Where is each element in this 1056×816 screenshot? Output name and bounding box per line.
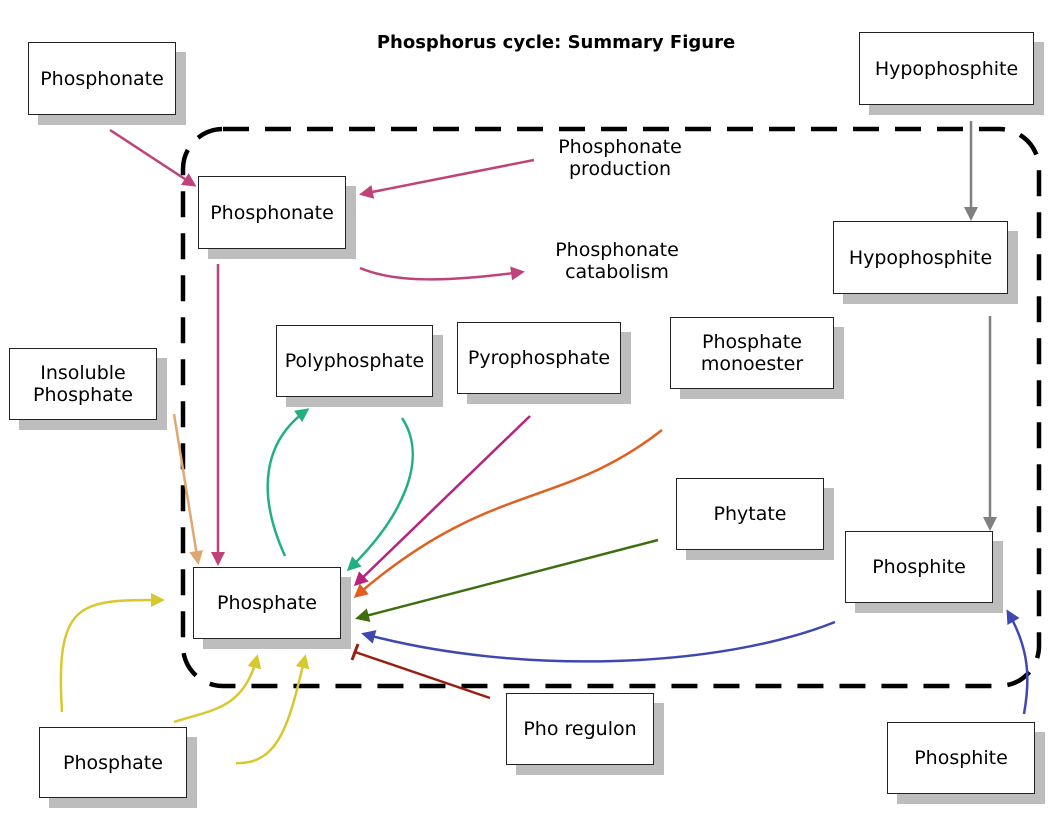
node-label: Phytate — [713, 503, 787, 525]
node-hypophosphite-inner: Hypophosphite — [833, 221, 1008, 294]
arrow-insoluble-phosphate — [172, 413, 204, 565]
arrow-phosphate-monoester — [353, 429, 663, 598]
arrow-phytate — [355, 538, 659, 623]
arrow-external-phosphate-1 — [59, 593, 165, 713]
node-phosphonate-inner: Phosphonate — [198, 176, 346, 249]
node-polyphosphate: Polyphosphate — [276, 325, 433, 397]
node-phosphite-outer: Phosphite — [887, 722, 1035, 794]
node-pho-regulon: Pho regulon — [506, 693, 654, 765]
node-label: Phosphate — [63, 751, 163, 774]
node-phosphonate-outer: Phosphonate — [28, 42, 176, 115]
arrow-phosphonate-catabolism — [359, 266, 525, 281]
arrow-phosphite-to-phosphate — [361, 620, 836, 663]
arrow-external-phosphate-2 — [173, 654, 262, 724]
node-label: Phosphate — [217, 592, 317, 614]
cell-boundary — [180, 126, 1042, 689]
arrow-pyrophosphate — [353, 415, 531, 587]
node-label: Phosphonate — [210, 201, 334, 224]
arrow-phosphite-uptake — [1006, 609, 1029, 715]
arrow-polyphosphate-to-phosphate — [346, 417, 414, 572]
node-insoluble-phosphate: Insoluble Phosphate — [9, 348, 157, 420]
node-label: Polyphosphate — [284, 350, 425, 372]
inhibition-pho-regulon — [354, 650, 491, 700]
node-label: Hypophosphite — [848, 246, 993, 269]
node-label: Phosphate monoester — [700, 331, 804, 375]
node-phosphate-outer: Phosphate — [39, 727, 187, 798]
inhibition-bar — [350, 643, 360, 661]
node-label: Insoluble Phosphate — [33, 362, 133, 406]
label-phosphonate-catabolism: Phosphonate catabolism — [555, 239, 679, 283]
node-label: Phosphonate — [40, 67, 164, 90]
node-pyrophosphate: Pyrophosphate — [457, 322, 621, 394]
node-label: Pho regulon — [523, 718, 637, 740]
node-hypophosphite-outer: Hypophosphite — [859, 32, 1034, 105]
node-label: Phosphite — [872, 556, 966, 578]
node-phosphite-inner: Phosphite — [845, 531, 993, 603]
node-label: Hypophosphite — [874, 57, 1019, 80]
node-phytate: Phytate — [676, 478, 824, 550]
arrow-phosphate-to-polyphosphate — [266, 408, 310, 557]
arrow-phosphonate-production — [359, 158, 535, 199]
diagram-title: Phosphorus cycle: Summary Figure — [376, 32, 736, 53]
label-phosphonate-production: Phosphonate production — [558, 136, 682, 180]
arrow-external-phosphate-3 — [235, 654, 310, 765]
node-label: Pyrophosphate — [467, 347, 611, 369]
node-phosphate-inner: Phosphate — [193, 567, 341, 639]
node-label: Phosphite — [914, 747, 1008, 769]
node-phosphate-monoester: Phosphate monoester — [670, 317, 834, 389]
arrow-phosphonate-uptake — [109, 128, 197, 187]
